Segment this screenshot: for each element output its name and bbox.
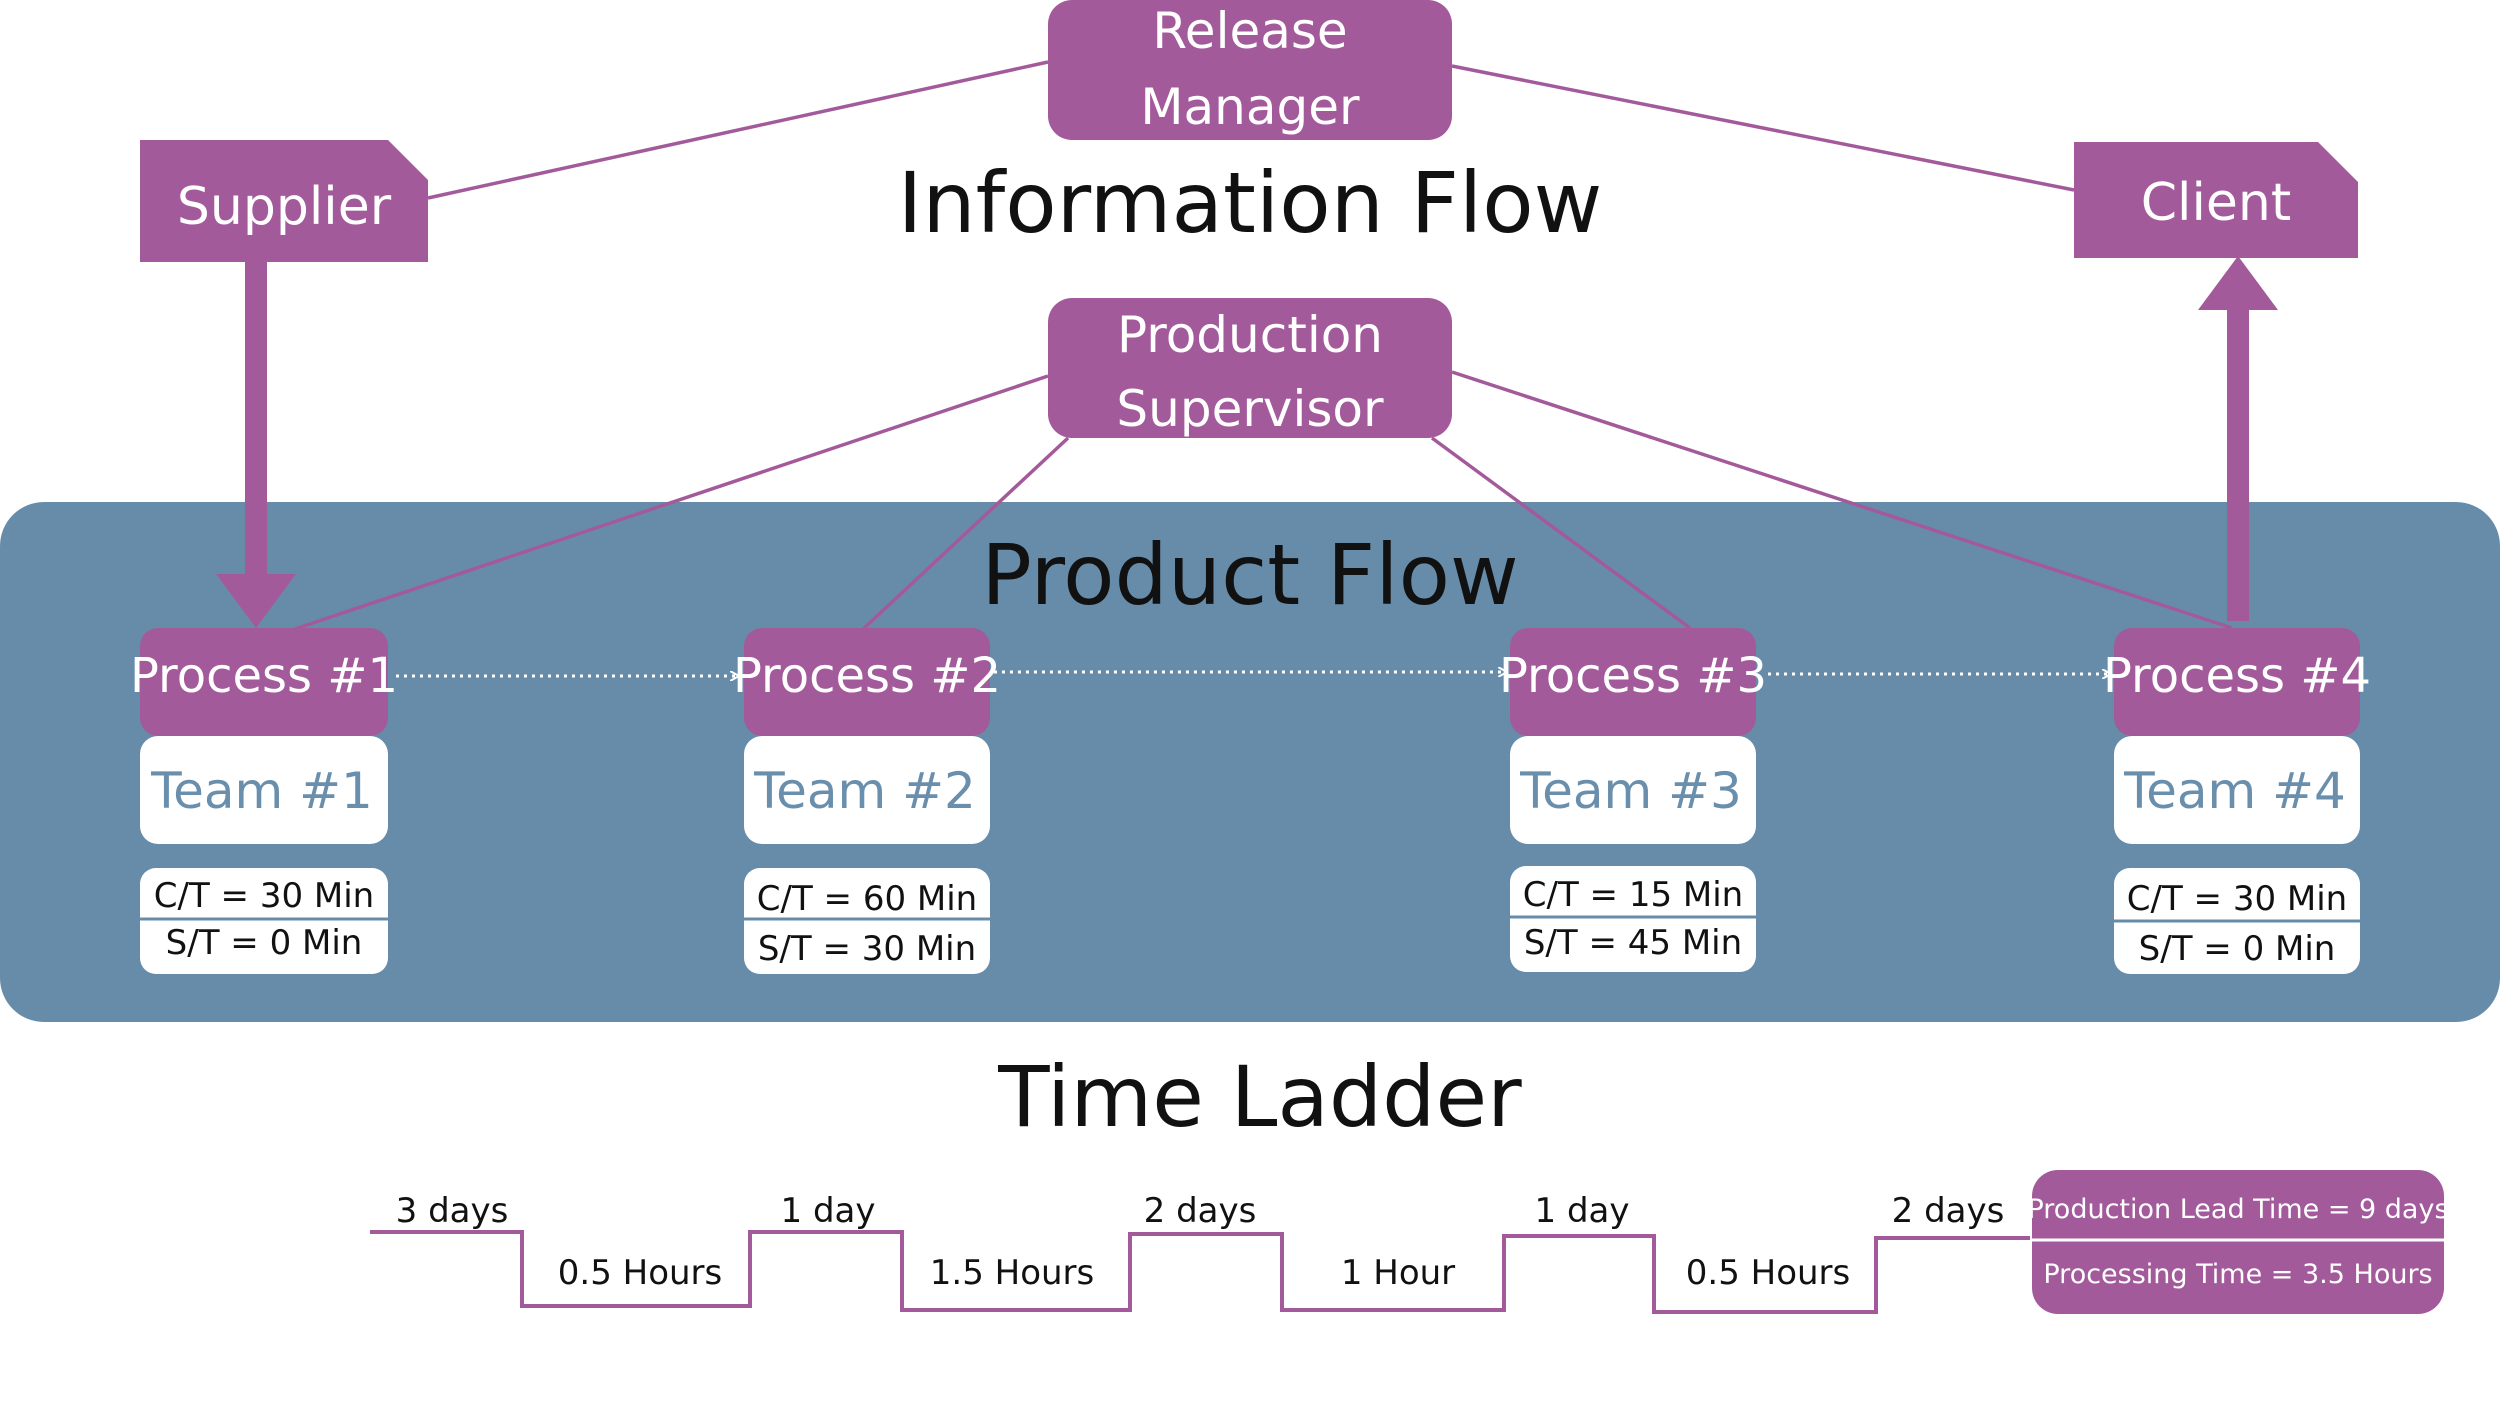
lead-time-summary-box: Production Lead Time = 9 days Processing… xyxy=(2027,1170,2449,1314)
team-label: Team #2 xyxy=(753,762,976,820)
process-box xyxy=(1510,628,1756,736)
processing-time: Processing Time = 3.5 Hours xyxy=(2043,1259,2432,1290)
wait-label-1: 3 days xyxy=(396,1191,509,1231)
time-ladder-labels: 3 days 0.5 Hours 1 day 1.5 Hours 2 days … xyxy=(396,1191,2005,1293)
process-column-4: Process #4 Team #4 C/T = 30 Min S/T = 0 … xyxy=(2103,628,2371,974)
release-manager-line-1: Release xyxy=(1152,2,1347,60)
team-box xyxy=(140,736,388,844)
setup-time: S/T = 45 Min xyxy=(1524,923,1742,963)
information-flow-heading: Information Flow xyxy=(898,154,1603,252)
line-supervisor-process2 xyxy=(860,436,1070,632)
process-label: Process #1 xyxy=(130,648,398,704)
cycle-time: C/T = 30 Min xyxy=(154,876,374,916)
process-label: Process #4 xyxy=(2103,648,2371,704)
cycle-time: C/T = 60 Min xyxy=(757,879,977,919)
process-box xyxy=(2114,628,2360,736)
team-box xyxy=(1510,736,1756,844)
process-time-label-3: 1 Hour xyxy=(1341,1253,1455,1293)
process-box xyxy=(744,628,990,736)
team-box xyxy=(744,736,990,844)
production-supervisor-box: Production Supervisor xyxy=(1048,298,1452,438)
cycle-time: C/T = 15 Min xyxy=(1523,875,1743,915)
setup-time: S/T = 30 Min xyxy=(758,929,976,969)
metrics-box xyxy=(140,868,388,974)
metrics-box xyxy=(744,868,990,974)
process-flow-arrows xyxy=(396,672,2110,676)
team-box xyxy=(2114,736,2360,844)
process-time-label-2: 1.5 Hours xyxy=(930,1253,1095,1293)
metrics-box xyxy=(1510,866,1756,972)
line-supervisor-process4 xyxy=(1451,370,2233,630)
client-box: Client xyxy=(2074,142,2358,258)
production-supervisor-line-2: Supervisor xyxy=(1116,380,1384,438)
setup-time: S/T = 0 Min xyxy=(166,923,363,963)
team-label: Team #3 xyxy=(1519,762,1742,820)
process-time-label-4: 0.5 Hours xyxy=(1686,1253,1851,1293)
process-column-1: Process #1 Team #1 C/T = 30 Min S/T = 0 … xyxy=(130,628,398,974)
time-ladder-heading: Time Ladder xyxy=(997,1048,1522,1146)
production-supervisor-line-1: Production xyxy=(1117,306,1383,364)
process-box xyxy=(140,628,388,736)
process-time-label-1: 0.5 Hours xyxy=(558,1253,723,1293)
line-supervisor-process3 xyxy=(1430,436,1692,630)
supplier-label: Supplier xyxy=(177,177,392,237)
process-label: Process #2 xyxy=(733,648,1001,704)
wait-label-3: 2 days xyxy=(1144,1191,1257,1231)
time-ladder-line xyxy=(370,1230,2030,1314)
process-column-3: Process #3 Team #3 C/T = 15 Min S/T = 45… xyxy=(1499,628,1767,972)
information-lines xyxy=(291,60,2233,632)
release-manager-box: Release Manager xyxy=(1048,0,1452,140)
product-flow-heading: Product Flow xyxy=(981,526,1518,624)
line-supplier-release xyxy=(427,60,1049,200)
supplier-box: Supplier xyxy=(140,140,428,262)
line-release-client xyxy=(1451,64,2075,192)
client-label: Client xyxy=(2141,173,2292,233)
product-flow-band xyxy=(0,502,2500,1022)
wait-label-5: 2 days xyxy=(1892,1191,2005,1231)
cycle-time: C/T = 30 Min xyxy=(2127,879,2347,919)
release-manager-line-2: Manager xyxy=(1140,78,1360,136)
wait-label-4: 1 day xyxy=(1535,1191,1630,1231)
production-lead-time: Production Lead Time = 9 days xyxy=(2027,1194,2448,1225)
client-arrow xyxy=(2198,256,2278,621)
team-label: Team #4 xyxy=(2123,762,2346,820)
process-label: Process #3 xyxy=(1499,648,1767,704)
wait-label-2: 1 day xyxy=(781,1191,876,1231)
supplier-arrow xyxy=(216,262,296,628)
line-supervisor-process1 xyxy=(291,374,1049,632)
setup-time: S/T = 0 Min xyxy=(2139,929,2336,969)
process-column-2: Process #2 Team #2 C/T = 60 Min S/T = 30… xyxy=(733,628,1001,974)
team-label: Team #1 xyxy=(150,762,373,820)
